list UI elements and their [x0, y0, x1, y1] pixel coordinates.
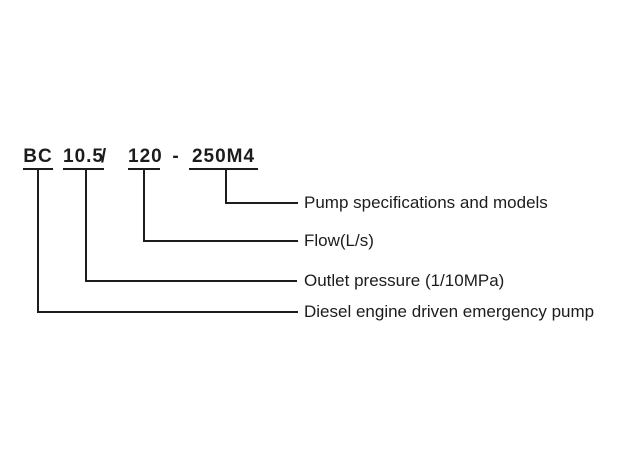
model-code-series: BC [23, 146, 53, 170]
model-code-spec-model-value: 250M4 [189, 146, 258, 170]
leader-vline-outlet-pressure [85, 170, 87, 282]
leader-hline-flow [143, 240, 298, 242]
leader-vline-spec-model [225, 170, 227, 204]
label-series: Diesel engine driven emergency pump [304, 302, 595, 321]
leader-hline-outlet-pressure [85, 280, 297, 282]
leader-hline-spec-model [225, 202, 298, 204]
model-code-outlet-pressure-value: 10.5 [63, 146, 104, 170]
leader-vline-series [37, 170, 39, 313]
leader-hline-series [37, 311, 298, 313]
model-code-slash-separator: / [100, 146, 108, 167]
label-spec-model: Pump specifications and models [304, 193, 548, 212]
label-outlet-pressure: Outlet pressure (1/10MPa) [304, 271, 505, 290]
model-code-dash-separator: - [172, 146, 180, 167]
model-code-flow-value: 120 [128, 146, 162, 170]
label-flow: Flow(L/s) [304, 231, 374, 250]
leader-vline-flow [143, 170, 145, 242]
